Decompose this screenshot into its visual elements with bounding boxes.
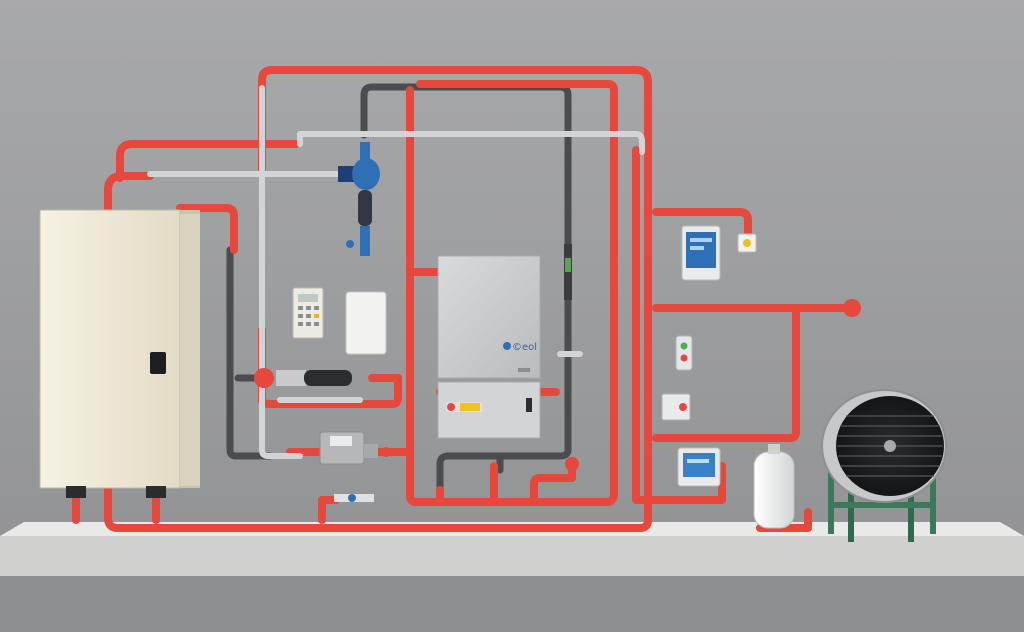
silver-pipes xyxy=(147,85,645,459)
keypad-buttons xyxy=(298,306,319,326)
cabinet-gland-right xyxy=(146,486,166,498)
panel-vent xyxy=(518,368,530,372)
switch-box-body xyxy=(661,393,691,421)
shelf-front xyxy=(0,536,1024,576)
cabinet-gland-left xyxy=(66,486,86,498)
red-pipe-thermostat-feed xyxy=(652,208,752,240)
silver-pipe-top xyxy=(297,131,645,155)
silver-pipe-vertical xyxy=(259,85,303,459)
fan-leg-back-left xyxy=(848,480,854,542)
keypad-screen xyxy=(298,294,318,302)
pipe-end-cap xyxy=(843,299,861,317)
controller-brand: ©eol xyxy=(512,342,537,353)
display-panel-icon[interactable] xyxy=(677,447,721,487)
switch-box[interactable] xyxy=(661,393,691,421)
red-pipe-valve-link xyxy=(530,462,576,504)
red-pipe-upper-left xyxy=(116,140,300,182)
sensor-face xyxy=(743,239,751,247)
red-pipe-right-loop xyxy=(652,308,800,442)
panel-warning-tag xyxy=(460,403,480,411)
pressure-gauge xyxy=(564,244,572,300)
fan-crossbar xyxy=(828,502,936,508)
panel-alarm-light xyxy=(447,403,455,411)
valve-stem xyxy=(360,142,370,160)
sensor-icon[interactable] xyxy=(334,494,374,502)
display-panel-icon[interactable] xyxy=(681,225,721,281)
red-pipe-right-drop xyxy=(632,146,726,504)
thermostat-lower-line xyxy=(687,459,709,463)
flow-meter[interactable] xyxy=(319,431,391,465)
panel-upper xyxy=(437,255,541,379)
keypad-device[interactable] xyxy=(292,287,324,339)
logo-icon xyxy=(503,342,511,350)
pump-flange xyxy=(254,368,274,388)
tank-body xyxy=(753,451,795,529)
valve-body xyxy=(352,158,380,190)
electrical-cabinet xyxy=(39,209,200,498)
tank-neck xyxy=(768,444,780,454)
fan-leg-back-right xyxy=(908,480,914,542)
tank-icon xyxy=(753,444,795,529)
pump-housing xyxy=(276,370,306,386)
gray-pipe-left xyxy=(226,246,274,460)
indicator-red xyxy=(680,354,688,362)
red-pipe-main-loop xyxy=(104,66,652,532)
cabinet-edge xyxy=(180,214,200,486)
meter-window xyxy=(330,436,352,446)
red-pipe-inner-loop xyxy=(406,80,618,506)
thermostat-upper-line2 xyxy=(690,246,704,250)
pump-motor xyxy=(304,370,352,386)
valve-icon[interactable] xyxy=(338,142,380,256)
fan-hub xyxy=(884,440,896,452)
temperature-sensor xyxy=(737,233,757,253)
control-panel: ©eol xyxy=(437,255,541,439)
indicator-green xyxy=(680,342,688,350)
valve-knob xyxy=(346,240,354,248)
traffic-light-icon xyxy=(675,335,693,371)
valve-filter xyxy=(358,190,372,226)
meter-valve xyxy=(381,447,391,457)
thermostat-upper-line1 xyxy=(690,238,712,242)
red-pipe-sensor-drop xyxy=(318,496,340,524)
cabinet-door xyxy=(39,209,181,489)
red-pipe-cabinet-top xyxy=(176,204,238,254)
switch-button xyxy=(679,403,687,411)
thermostat-lower-screen xyxy=(683,453,715,477)
floor-shelf xyxy=(0,522,1024,632)
drain-valve[interactable] xyxy=(565,457,579,471)
latch-icon[interactable] xyxy=(150,352,166,374)
valve-outlet xyxy=(360,226,370,256)
indicator-body xyxy=(675,335,693,371)
gauge-indicator xyxy=(565,258,571,272)
sensor-dot xyxy=(348,494,356,502)
valve-coupling xyxy=(338,166,354,182)
panel-switch[interactable] xyxy=(526,398,532,412)
floor-shadow xyxy=(0,576,1024,632)
pump-icon[interactable] xyxy=(254,368,352,388)
fan-grille-icon xyxy=(821,389,947,542)
meter-fitting xyxy=(364,444,378,458)
junction-box xyxy=(345,291,387,355)
